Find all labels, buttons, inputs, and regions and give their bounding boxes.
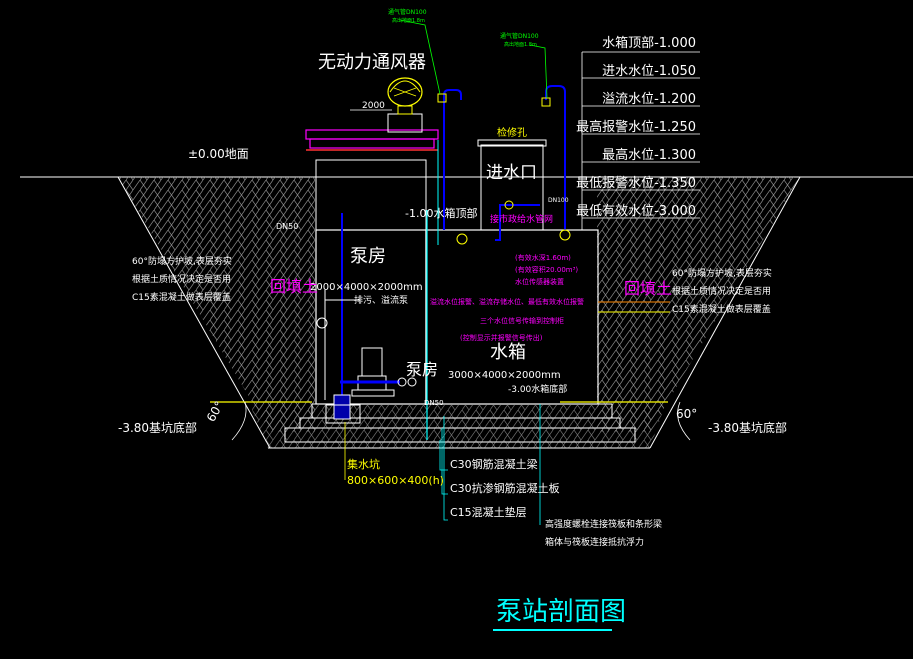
mat-c15: C15混凝土垫层 bbox=[450, 505, 527, 519]
inspection-cap bbox=[477, 139, 547, 147]
vent-pipe-left-label: 通气管DN100 bbox=[388, 8, 427, 16]
level-row-3: 最高报警水位-1.250 bbox=[576, 119, 696, 135]
level-table: 水箱顶部-1.000 进水水位-1.050 溢流水位-1.200 最高报警水位-1.2… bbox=[576, 35, 696, 219]
vent-pipe-right-sub: 高出地面1.8m bbox=[504, 41, 537, 48]
tank-bottom-label: -3.00水箱底部 bbox=[508, 383, 567, 395]
vent-cap-left-icon bbox=[437, 93, 447, 103]
tank-top-label: -1.00水箱顶部 bbox=[405, 206, 477, 220]
dim-2000: 2000 bbox=[362, 101, 385, 111]
roof-platform bbox=[305, 129, 439, 140]
dn100-inlet-label: DN100 bbox=[548, 197, 569, 204]
sump-pit bbox=[325, 404, 361, 424]
level-row-6: 最低有效水位-3.000 bbox=[576, 204, 696, 219]
slope-note-right-3: C15素混凝土做表层覆盖 bbox=[672, 303, 771, 315]
inlet-pipe bbox=[495, 204, 540, 241]
slope-note-left-3: C15素混凝土做表层覆盖 bbox=[132, 291, 231, 303]
inlet-valve-label: 接市政给水管网 bbox=[490, 213, 553, 225]
level-leaders bbox=[581, 51, 700, 230]
float-valve-left-icon bbox=[456, 233, 468, 245]
angle-arc-right bbox=[677, 401, 691, 441]
roof-platform-2 bbox=[309, 138, 435, 149]
pump-room-label-2: 泵房 bbox=[406, 360, 438, 379]
dn50-bottom-label: DN50 bbox=[424, 399, 444, 407]
pump-room-dim: 2000×4000×2000mm bbox=[310, 282, 423, 293]
float-valve-right-icon bbox=[559, 229, 571, 241]
mat-c30-beam: C30钢筋混凝土梁 bbox=[450, 457, 538, 471]
pressure-gauge-icon bbox=[316, 317, 328, 329]
slope-line-right bbox=[649, 176, 801, 449]
sump-pump-icon bbox=[333, 394, 351, 420]
leader-vent-right bbox=[529, 44, 548, 99]
pit-bottom-left-label: -3.80基坑底部 bbox=[118, 420, 197, 435]
backfill-left-label: 回填土 bbox=[270, 277, 318, 296]
slope-line-left bbox=[117, 176, 271, 449]
level-row-1: 进水水位-1.050 bbox=[602, 64, 696, 79]
inspection-shaft bbox=[480, 144, 544, 231]
drain-pump-label: 排污、溢流泵 bbox=[354, 294, 408, 306]
slope-note-left-2: 根据土质情况决定是否用 bbox=[132, 273, 231, 285]
bolt-note-2: 箱体与筏板连接抵抗浮力 bbox=[545, 536, 644, 548]
pit-bottom-right-label: -3.80基坑底部 bbox=[708, 420, 787, 435]
ground-level-label: ±0.00地面 bbox=[188, 147, 249, 161]
vent-cap-right-icon bbox=[541, 97, 551, 107]
vent-pipe-left-sub: 高出地面1.8m bbox=[392, 17, 425, 24]
magenta-note-2: 水位传感器装置 bbox=[515, 277, 564, 286]
level-row-2: 溢流水位-1.200 bbox=[602, 92, 696, 107]
pump-room-label: 泵房 bbox=[350, 246, 386, 267]
dn50-left-label: DN50 bbox=[276, 222, 298, 231]
magenta-note-1: (有效容积20.00m³) bbox=[515, 265, 578, 274]
soil-hatch-right bbox=[597, 177, 800, 432]
inlet-valve-icon bbox=[504, 200, 514, 210]
inlet-label: 进水口 bbox=[486, 163, 537, 183]
backfill-right-label: 回填土 bbox=[624, 279, 672, 298]
drawing-title: 泵站剖面图 bbox=[496, 597, 626, 627]
level-row-4: 最高水位-1.300 bbox=[602, 147, 696, 163]
sump-label: 集水坑 bbox=[347, 457, 380, 471]
sump-dim: 800×600×400(h) bbox=[347, 474, 444, 487]
slope-note-right-1: 60°防塌方护坡,表层夯实 bbox=[672, 267, 772, 279]
magenta-note-4: 三个水位信号传输到控制柜 bbox=[480, 316, 564, 325]
slope-note-left-1: 60°防塌方护坡,表层夯实 bbox=[132, 255, 232, 267]
water-tank-label: 水箱 bbox=[490, 342, 526, 363]
soil-hatch-bottom bbox=[250, 405, 665, 448]
bolt-note-1: 高强度螺栓连接筏板和条形梁 bbox=[545, 518, 662, 530]
level-row-0: 水箱顶部-1.000 bbox=[602, 35, 696, 51]
leader-vent-left bbox=[399, 19, 441, 95]
angle-arc-left bbox=[231, 401, 247, 441]
sensor-lines bbox=[598, 301, 670, 313]
roof-hatch-box bbox=[387, 113, 423, 133]
ventilator-label: 无动力通风器 bbox=[318, 52, 426, 73]
slope-note-right-2: 根据土质情况决定是否用 bbox=[672, 285, 771, 297]
level-row-5: 最低报警水位-1.350 bbox=[576, 175, 696, 191]
magenta-note-3: 溢流水位报警、溢流存储水位、最低有效水位报警 bbox=[430, 297, 584, 306]
magenta-note-0: (有效水深1.60m) bbox=[515, 253, 571, 262]
material-leaders bbox=[439, 404, 541, 525]
ventilator-icon bbox=[387, 77, 423, 115]
vent-pipe-left bbox=[443, 89, 462, 230]
vent-pipe-right-label: 通气管DN100 bbox=[500, 32, 539, 40]
pump-room-shaft bbox=[315, 159, 427, 231]
mat-c30-slab: C30抗渗钢筋混凝土板 bbox=[450, 481, 560, 495]
soil-hatch-left bbox=[118, 177, 315, 432]
magenta-note-5: (控制显示并报警信号传出) bbox=[460, 333, 543, 342]
inspection-hole-label: 检修孔 bbox=[497, 126, 527, 139]
vent-pipe-right bbox=[545, 85, 566, 230]
angle-right-label: 60° bbox=[676, 407, 697, 421]
pump-icon bbox=[340, 347, 417, 397]
tank-dim: 3000×4000×2000mm bbox=[448, 370, 561, 381]
